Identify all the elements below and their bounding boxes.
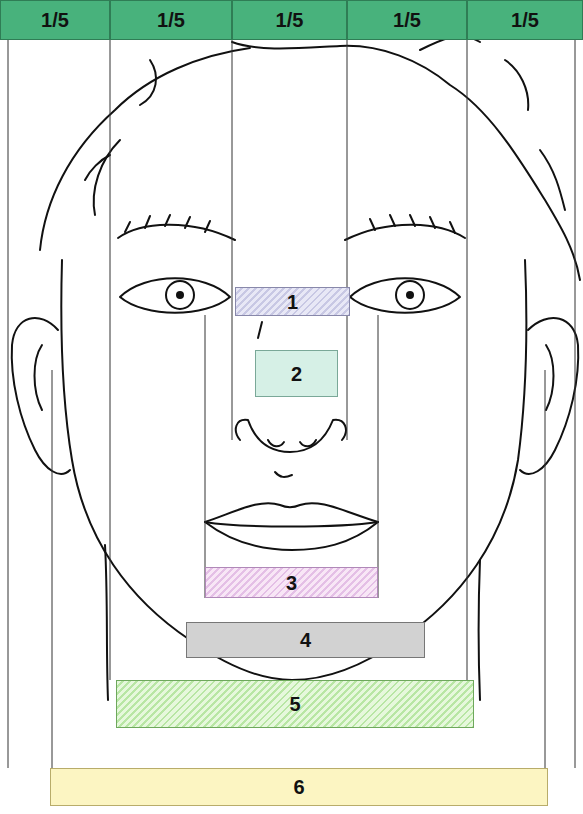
callout-number: 2 — [291, 363, 302, 385]
callout-number: 6 — [293, 776, 304, 798]
fraction-header: 1/5 — [110, 0, 232, 40]
measure-bar: 6 — [50, 768, 548, 806]
measure-bar: 3 — [205, 567, 378, 598]
fraction-label: 1/5 — [511, 9, 539, 31]
measure-bar: 2 — [255, 350, 338, 397]
callout-number: 1 — [287, 291, 298, 313]
fraction-label: 1/5 — [276, 9, 304, 31]
fraction-header: 1/5 — [347, 0, 467, 40]
fraction-header: 1/5 — [467, 0, 583, 40]
callout-number: 5 — [289, 693, 300, 715]
callout-number: 4 — [300, 629, 311, 651]
measure-bar: 4 — [186, 622, 425, 658]
fraction-header: 1/5 — [232, 0, 347, 40]
callout-number: 3 — [286, 572, 297, 594]
measure-bar: 5 — [116, 680, 474, 728]
fraction-label: 1/5 — [157, 9, 185, 31]
fraction-label: 1/5 — [41, 9, 69, 31]
fraction-header: 1/5 — [0, 0, 110, 40]
measure-bar: 1 — [235, 287, 350, 316]
fraction-label: 1/5 — [393, 9, 421, 31]
